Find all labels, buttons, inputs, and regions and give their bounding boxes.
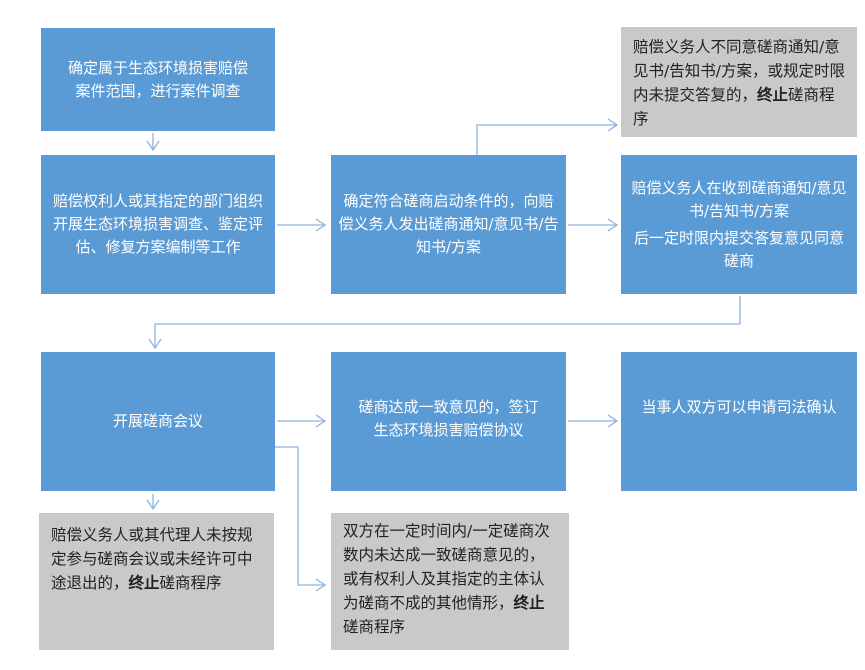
text-part: 赔偿义务人不同意磋商通知/意见书/告知书/方案，或规定时限内未提交答复的， (633, 38, 845, 104)
node-text: 磋商达成一致意见的，签订生态环境损害赔偿协议 (358, 398, 539, 439)
arrow-notice-to-disagree (476, 118, 619, 155)
text-part: 磋商程序 (159, 574, 222, 592)
text-part: 双方在一定时间内/一定磋商次数内未达成一致磋商意见的，或有权利人及其指定的主体认… (343, 522, 550, 612)
arrow-investigation-to-notice (277, 218, 327, 232)
node-text: 赔偿义务人不同意磋商通知/意见书/告知书/方案，或规定时限内未提交答复的，终止磋… (633, 35, 845, 131)
arrow-start-to-investigation (146, 133, 160, 152)
bold-text: 终止 (513, 594, 545, 612)
bold-text: 终止 (757, 86, 789, 104)
bold-text: 终止 (128, 574, 160, 592)
text-part: 磋商程序 (343, 618, 406, 636)
node-text: 当事人双方可以申请司法确认 (641, 398, 837, 416)
node-failed-terminate: 双方在一定时间内/一定磋商次数内未达成一致磋商意见的，或有权利人及其指定的主体认… (331, 513, 569, 650)
arrow-meeting-to-failed (275, 446, 327, 592)
node-agree: 赔偿义务人在收到磋商通知/意见书/告知书/方案 后一定时限内提交答复意见同意磋商 (621, 155, 857, 294)
arrow-notice-to-agree (568, 218, 619, 232)
text-part: 磋商程序 (633, 86, 835, 128)
node-text: 确定符合磋商启动条件的，向赔偿义务人发出磋商通知/意见书/告知书/方案 (338, 192, 559, 256)
node-start: 确定属于生态环境损害赔偿案件范围，进行案件调查 (41, 28, 275, 131)
node-notice: 确定符合磋商启动条件的，向赔偿义务人发出磋商通知/意见书/告知书/方案 (331, 155, 566, 294)
node-text: 赔偿义务人在收到磋商通知/意见书/告知书/方案 (631, 178, 847, 220)
arrow-agreement-to-judicial (568, 414, 619, 428)
node-investigation: 赔偿权利人或其指定的部门组织开展生态环境损害调查、鉴定评估、修复方案编制等工作 (41, 155, 275, 294)
node-meeting: 开展磋商会议 (41, 352, 275, 491)
node-text: 后一定时限内提交答复意见同意磋商 (633, 228, 844, 270)
arrow-agree-to-meeting (148, 296, 741, 350)
arrow-meeting-to-absent (146, 494, 160, 511)
node-text: 开展磋商会议 (112, 412, 203, 430)
node-text: 赔偿义务人或其代理人未按规定参与磋商会议或未经许可中途退出的，终止磋商程序 (51, 523, 262, 595)
node-judicial: 当事人双方可以申请司法确认 (621, 352, 857, 491)
node-disagree-terminate: 赔偿义务人不同意磋商通知/意见书/告知书/方案，或规定时限内未提交答复的，终止磋… (621, 27, 857, 137)
node-agreement: 磋商达成一致意见的，签订生态环境损害赔偿协议 (331, 352, 566, 491)
node-text: 确定属于生态环境损害赔偿案件范围，进行案件调查 (67, 58, 248, 100)
node-text: 双方在一定时间内/一定磋商次数内未达成一致磋商意见的，或有权利人及其指定的主体认… (343, 519, 557, 639)
node-text: 赔偿权利人或其指定的部门组织开展生态环境损害调查、鉴定评估、修复方案编制等工作 (52, 192, 263, 256)
arrow-meeting-to-agreement (277, 414, 327, 428)
node-absent-terminate: 赔偿义务人或其代理人未按规定参与磋商会议或未经许可中途退出的，终止磋商程序 (39, 513, 274, 650)
text-part: 赔偿义务人或其代理人未按规定参与磋商会议或未经许可中途退出的， (51, 526, 253, 592)
